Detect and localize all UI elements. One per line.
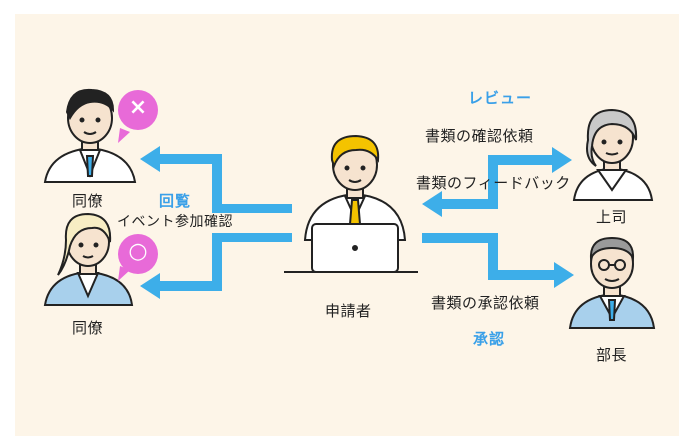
manager-avatar-icon (568, 236, 656, 329)
badge-circle-icon: ○ (128, 239, 148, 264)
approval-label: 承認 (473, 330, 506, 348)
arrow-approval-request (422, 233, 574, 288)
colleague-bottom-avatar-icon (43, 212, 134, 306)
manager-label: 部長 (596, 346, 628, 364)
colleague-bottom-label: 同僚 (72, 319, 104, 337)
colleague-top-label: 同僚 (72, 192, 104, 210)
arrow-to-colleague-top (140, 146, 222, 208)
arrows (140, 146, 574, 299)
circulation-label: 回覧 (159, 192, 192, 210)
colleague-top-avatar-icon (43, 88, 137, 183)
arrow-feedback (422, 147, 572, 217)
doc-approval-request-label: 書類の承認依頼 (431, 294, 540, 312)
event-check-label: イベント参加確認 (117, 214, 233, 230)
boss-avatar-icon (572, 108, 654, 201)
requester-avatar-icon (284, 134, 418, 273)
requester-label: 申請者 (325, 302, 372, 320)
boss-label: 上司 (596, 208, 628, 226)
badge-top (118, 90, 158, 143)
arrow-bar-top (212, 204, 292, 213)
badge-cross-icon: × (128, 95, 148, 120)
badge-bottom (118, 234, 158, 281)
arrow-bar-bottom (212, 233, 292, 242)
doc-check-request-label: 書類の確認依頼 (425, 127, 534, 145)
review-label: レビュー (468, 89, 533, 107)
doc-feedback-label: 書類のフィードバック (416, 174, 571, 192)
arrow-to-colleague-bottom (140, 238, 222, 299)
